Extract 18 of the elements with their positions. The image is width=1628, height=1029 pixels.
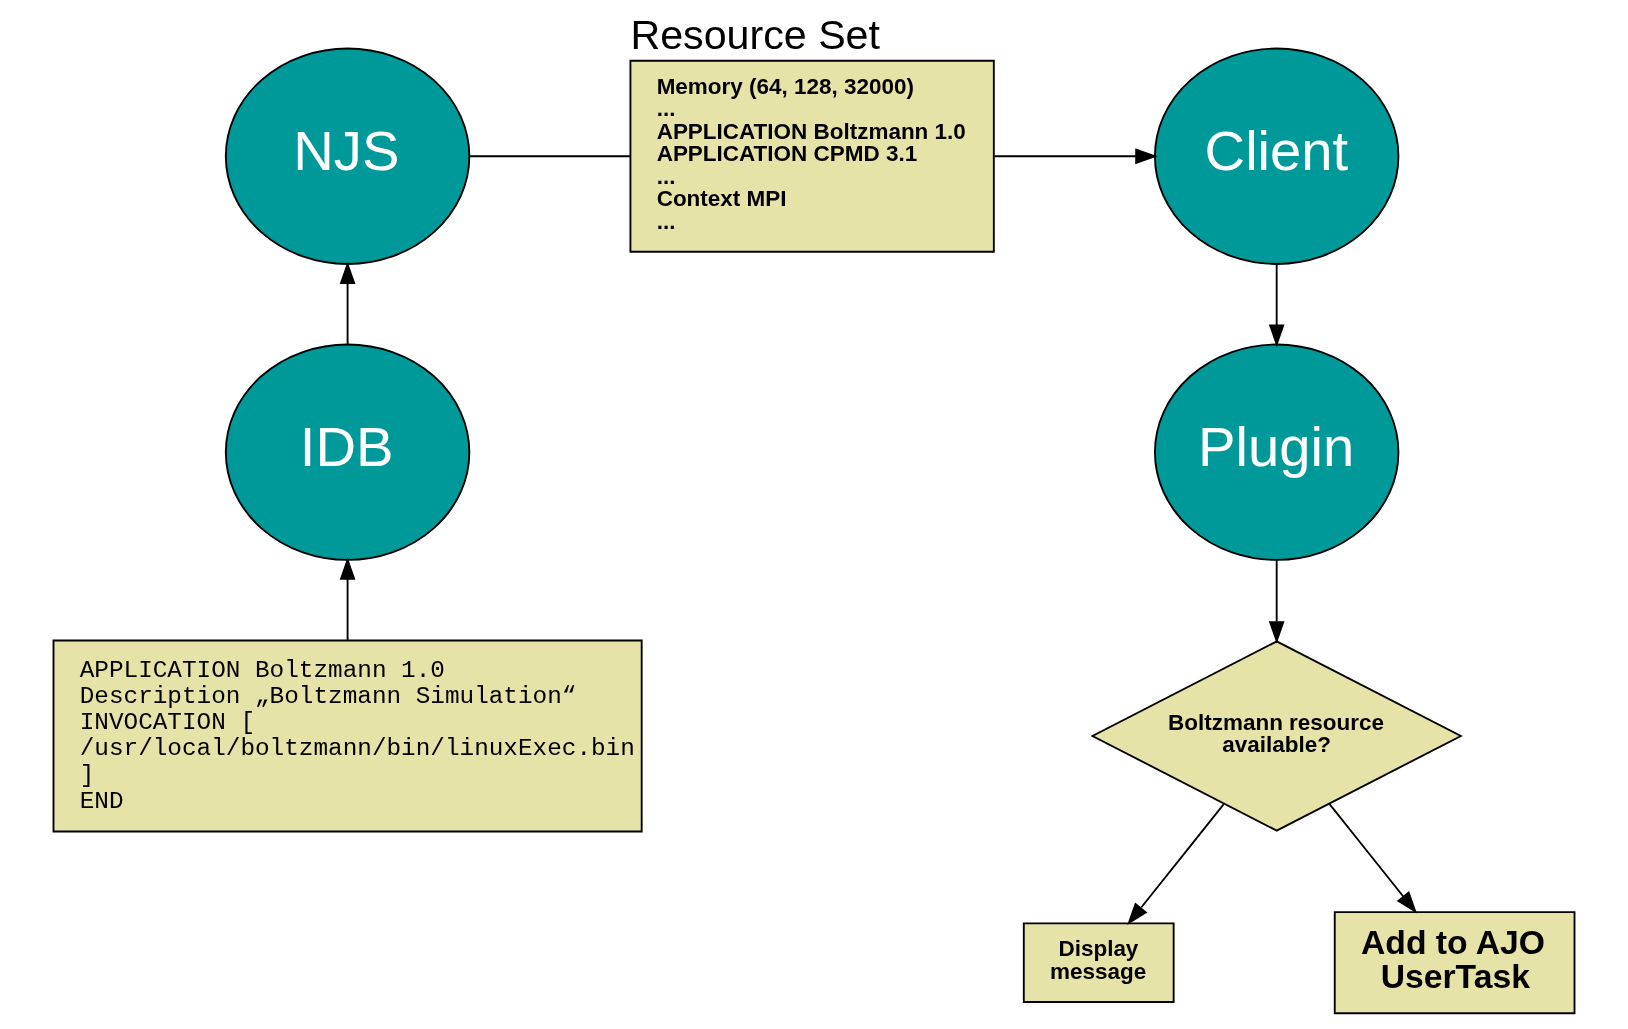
node-box: Display message: [1022, 922, 1175, 1003]
node-box: Memory (64, 128, 32000) ... APPLICATION Boltzmann 1.0 APPLICATION CPMD 3.1 ... Context MPI ...: [629, 59, 995, 253]
node-ellipse: NJS: [224, 47, 471, 265]
node-ellipse: Plugin: [1154, 343, 1400, 561]
node-ellipse: Client: [1154, 47, 1400, 265]
arrow: [339, 557, 356, 641]
arrow: [339, 261, 356, 346]
node-label: Resource Set: [630, 11, 880, 58]
arrow: [1268, 559, 1285, 644]
arrow: [1127, 803, 1225, 926]
node-ellipse: IDB: [224, 343, 471, 561]
connector: [469, 155, 632, 158]
arrow: [993, 148, 1158, 165]
node-diamond: Boltzmann resource available?: [1090, 640, 1463, 832]
arrow: [1268, 263, 1285, 347]
node-box: Add to AJO UserTask: [1333, 911, 1576, 1015]
node-box: APPLICATION Boltzmann 1.0 Description „Boltzmann Simulation“ INVOCATION [ /usr/local/boltzmann/bin/linuxExec.bin ] END: [52, 639, 643, 833]
arrow: [1328, 803, 1417, 914]
